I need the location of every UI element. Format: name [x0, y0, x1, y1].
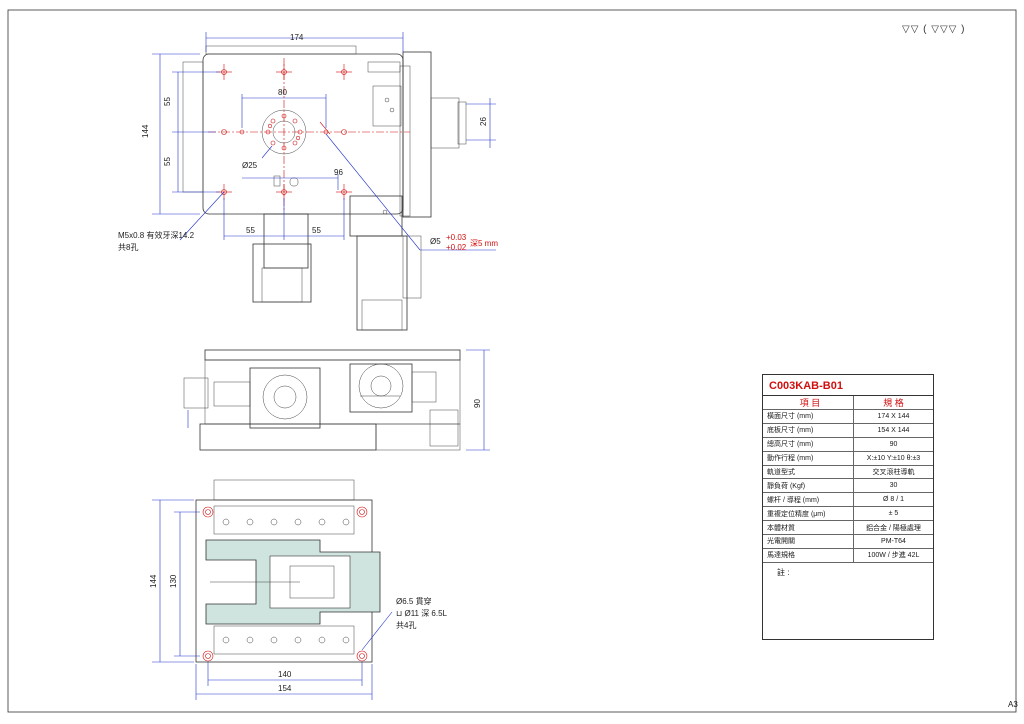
spec-header-item: 項 目: [763, 396, 854, 410]
spec-value: ± 5: [852, 506, 933, 522]
spec-value: 鋁合金 / 陽極處理: [852, 520, 933, 536]
pin-tol-upper: +0.03: [446, 233, 467, 242]
dim-144-top: 144: [141, 124, 150, 138]
surface-finish-symbol: ▽▽ ( ▽▽▽ ): [902, 24, 966, 35]
spec-header-spec: 規 格: [852, 396, 933, 410]
dim-55-lower: 55: [163, 157, 172, 166]
spec-item: 靜負荷 (Kgf): [763, 478, 854, 494]
spec-row: 底板尺寸 (mm)154 X 144: [763, 423, 933, 438]
dim-174: 174: [290, 33, 304, 42]
spec-value: X:±10 Y:±10 θ:±3: [852, 451, 933, 466]
spec-row: 重複定位精度 (μm)± 5: [763, 506, 933, 522]
dim-55-bottom-right: 55: [312, 226, 321, 235]
spec-value: PM-T64: [852, 534, 933, 549]
dim-80: 80: [278, 88, 287, 97]
dim-90: 90: [473, 399, 482, 408]
spec-row: 軌道型式交叉滾柱導軌: [763, 465, 933, 480]
bore-diameter: Ø25: [242, 161, 258, 170]
side-view: 90: [183, 349, 490, 451]
dim-130: 130: [169, 574, 178, 588]
spec-value: 30: [852, 478, 933, 494]
spec-item: 馬達規格: [763, 548, 854, 563]
spec-row: 靜負荷 (Kgf)30: [763, 478, 933, 494]
sheet-border: [7, 9, 1017, 713]
thread-note-1: M5x0.8 有效牙深14.2: [118, 230, 195, 240]
sheet-size-label: A3: [1008, 700, 1018, 709]
spec-item: 本體材質: [763, 520, 854, 536]
spec-row: 動作行程 (mm)X:±10 Y:±10 θ:±3: [763, 451, 933, 466]
hole-note-2: ⊔ Ø11 深 6.5L: [396, 609, 448, 618]
spec-row: 總高尺寸 (mm)90: [763, 437, 933, 452]
spec-header-row: 項 目 規 格: [763, 396, 933, 410]
spec-value: 100W / 步進 42L: [852, 548, 933, 563]
dim-144-bottom: 144: [149, 574, 158, 588]
hole-note-3: 共4孔: [396, 621, 416, 630]
thread-note-2: 共8孔: [118, 243, 138, 252]
spec-item: 總高尺寸 (mm): [763, 437, 854, 452]
spec-value: 交叉滾柱導軌: [852, 465, 933, 480]
thread-holes: [216, 64, 352, 200]
spec-value: 174 X 144: [852, 409, 933, 424]
pin-hole-dia: Ø5: [430, 237, 441, 246]
spec-row: 螺杆 / 導程 (mm)Ø 8 / 1: [763, 492, 933, 508]
pin-depth: 深5 mm: [470, 239, 498, 248]
spec-row: 本體材質鋁合金 / 陽極處理: [763, 520, 933, 536]
spec-item: 橫面尺寸 (mm): [763, 409, 854, 424]
dim-26: 26: [479, 117, 488, 126]
rail-rollers: [222, 518, 350, 644]
spec-value: Ø 8 / 1: [852, 492, 933, 508]
spec-value: 154 X 144: [852, 423, 933, 438]
spec-item: 動作行程 (mm): [763, 451, 854, 466]
pin-tol-lower: +0.02: [446, 243, 467, 252]
dim-96: 96: [334, 168, 343, 177]
spec-item: 底板尺寸 (mm): [763, 423, 854, 438]
spec-table: C003KAB-B01 項 目 規 格 橫面尺寸 (mm)174 X 144 底…: [762, 374, 934, 640]
spec-item: 軌道型式: [763, 465, 854, 480]
spec-item: 重複定位精度 (μm): [763, 506, 854, 522]
hole-note-1: Ø6.5 貫穿: [396, 596, 432, 606]
dim-154: 154: [278, 684, 292, 693]
spec-grid: 項 目 規 格 橫面尺寸 (mm)174 X 144 底板尺寸 (mm)154 …: [763, 396, 933, 563]
dim-55-bottom-left: 55: [246, 226, 255, 235]
top-plate: [202, 53, 404, 215]
dim-140: 140: [278, 670, 292, 679]
dim-55-upper: 55: [163, 97, 172, 106]
spec-item: 光電開關: [763, 534, 854, 549]
spec-item: 螺杆 / 導程 (mm): [763, 492, 854, 508]
spec-value: 90: [852, 437, 933, 452]
bottom-view: 144 130 140 154 Ø6.5 貫穿 ⊔ Ø11 深 6.5L 共4孔: [149, 479, 448, 700]
spec-note-label: 註 :: [777, 567, 790, 577]
spec-row: 橫面尺寸 (mm)174 X 144: [763, 409, 933, 424]
top-view: 174 144 55 55 80 96 26 55 55 Ø25 M5x0.8 …: [118, 32, 498, 331]
model-number: C003KAB-B01: [763, 375, 933, 396]
